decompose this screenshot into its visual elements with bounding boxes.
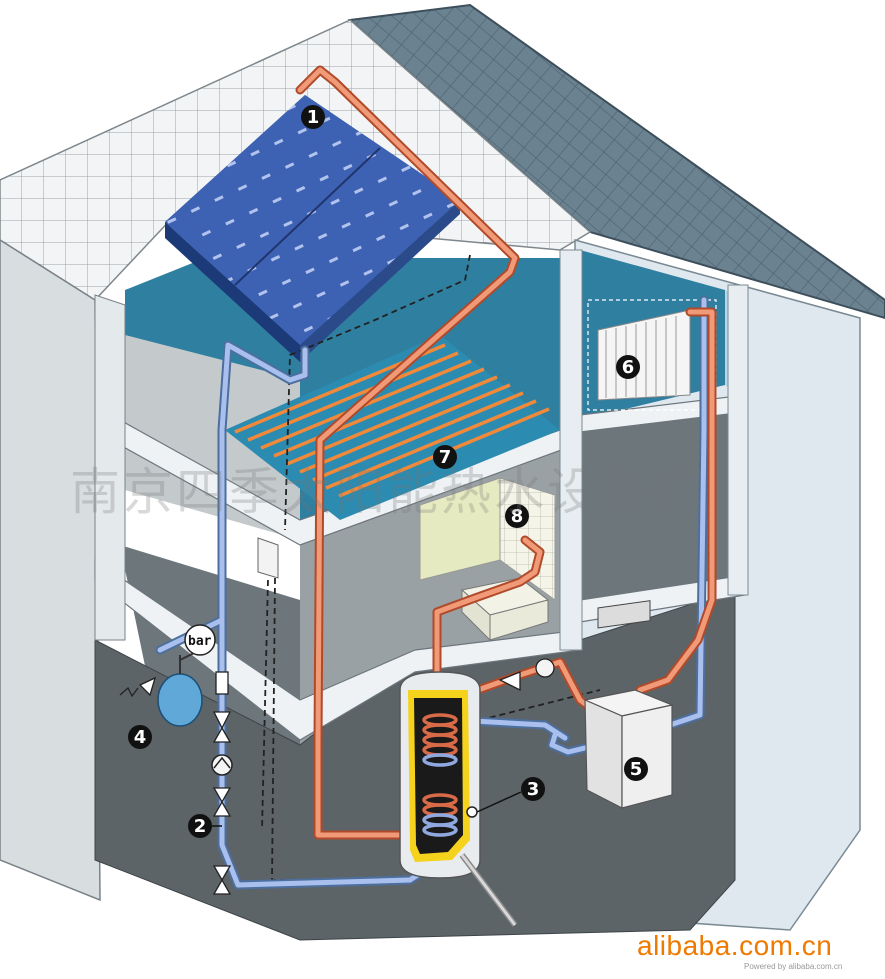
left-wall	[0, 239, 101, 902]
callout-4: 4	[128, 725, 152, 749]
middle-right-room	[580, 410, 735, 610]
callout-8: 8	[505, 504, 529, 528]
svg-text:6: 6	[622, 357, 635, 378]
svg-text:8: 8	[511, 506, 524, 527]
boiler-icon	[582, 600, 675, 809]
radiator-icon	[587, 299, 717, 411]
svg-text:5: 5	[630, 759, 643, 780]
expansion-tank-icon: bar	[119, 624, 216, 727]
svg-text:7: 7	[439, 447, 452, 468]
callout-7: 7	[433, 445, 457, 469]
right-pillar	[727, 284, 749, 596]
svg-text:2: 2	[194, 816, 207, 837]
powered-by-text: Powered by alibaba.com.cn	[744, 962, 843, 971]
center-pillar	[559, 249, 583, 651]
middle-left-room	[125, 335, 300, 540]
controller-box	[257, 537, 279, 579]
svg-text:1: 1	[307, 107, 320, 128]
svg-text:3: 3	[527, 779, 540, 800]
callout-6: 6	[616, 355, 640, 379]
callout-5: 5	[624, 757, 648, 781]
left-column	[94, 294, 126, 641]
brand-logo-text: alibaba.com.cn	[637, 930, 833, 961]
solar-collector-icon	[165, 95, 460, 362]
callout-2: 2	[188, 814, 222, 838]
callout-3: 3	[476, 777, 545, 813]
watermark-text: 南京四季太阳能热水设备厂	[70, 463, 706, 521]
valve-icon	[212, 658, 555, 895]
storage-tank-icon	[399, 671, 518, 927]
svg-text:4: 4	[134, 727, 147, 748]
floor-heating-area	[225, 335, 560, 520]
pressure-gauge-label: bar	[188, 634, 212, 649]
callout-1: 1	[301, 105, 325, 129]
pump-icon	[211, 754, 233, 776]
